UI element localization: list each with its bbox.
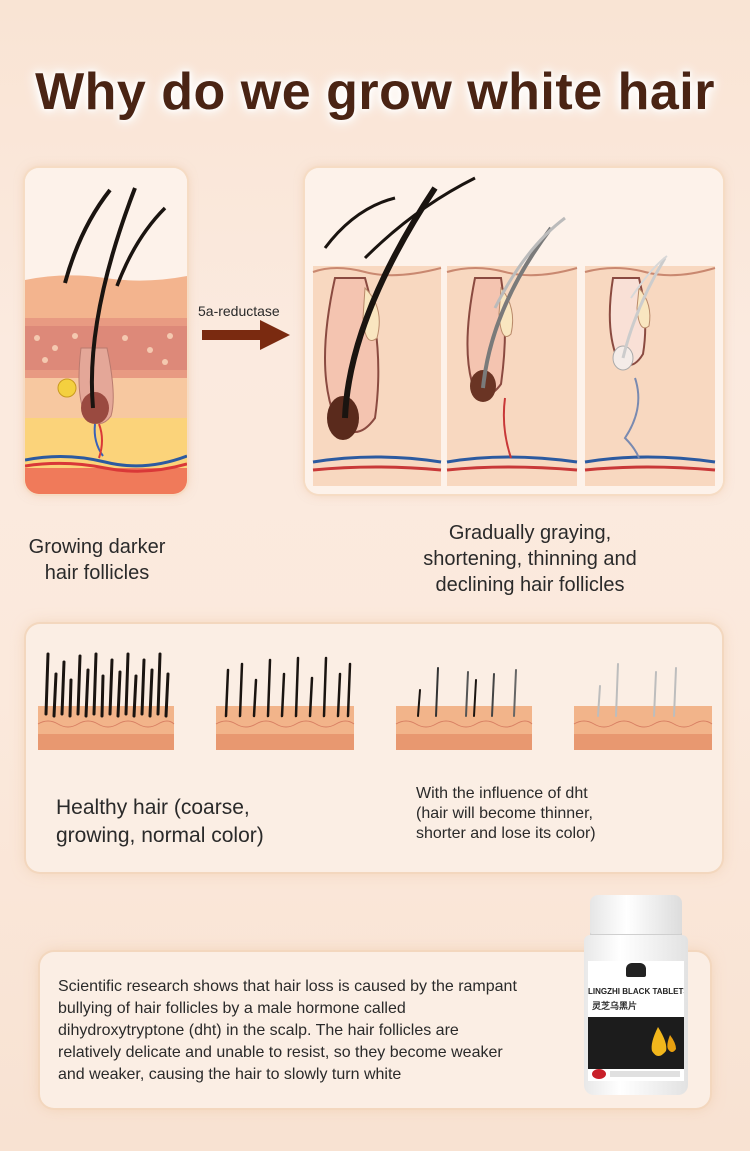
product-bottle: LINGZHI BLACK TABLETS 灵芝乌黑片 (584, 895, 688, 1095)
hair-comparison-box: Healthy hair (coarse, growing, normal co… (26, 624, 722, 872)
caption-line: (hair will become thinner, (416, 805, 593, 822)
bottle-cap (590, 895, 682, 937)
paragraph-line: bullying of hair follicles by a male hor… (58, 1000, 406, 1017)
page-title: Why do we grow white hair (35, 63, 715, 121)
caption-line: With the influence of dht (416, 785, 588, 802)
caption-line: shorter and lose its color) (416, 825, 596, 842)
paragraph-line: relatively delicate and unable to resist… (58, 1044, 503, 1061)
caption-line: Healthy hair (coarse, (56, 796, 250, 819)
dht-caption: With the influence of dht (hair will bec… (416, 784, 596, 844)
label-footer-bar (610, 1071, 680, 1077)
caption-line: hair follicles (44, 562, 150, 584)
caption-line: shortening, thinning and (423, 548, 637, 570)
product-brand: LINGZHI BLACK TABLETS (588, 987, 684, 996)
caption-line: growing, normal color) (56, 824, 264, 847)
hair-stages-illustration (37, 652, 713, 750)
bottle-label: LINGZHI BLACK TABLETS 灵芝乌黑片 (588, 961, 684, 1081)
paragraph-line: Scientific research shows that hair loss… (58, 978, 517, 995)
caption-line: declining hair follicles (435, 574, 625, 596)
declining-follicle-illustration (305, 168, 723, 494)
healthy-follicle-panel (25, 168, 187, 494)
product-chinese-name: 灵芝乌黑片 (592, 1001, 638, 1011)
paragraph-line: dihydroxytryptone (dht) in the scalp. Th… (58, 1022, 459, 1039)
healthy-follicle-illustration (25, 168, 187, 494)
caption-line: Gradually graying, (448, 522, 612, 544)
arrow-icon (202, 320, 290, 350)
oil-drop-icon (651, 1027, 676, 1056)
healthy-follicle-caption: Growing darker hair follicles (6, 534, 188, 586)
caption-line: Growing darker (28, 536, 166, 558)
paragraph-line: and weaker, causing the hair to slowly t… (58, 1066, 402, 1083)
brand-logo-icon (626, 963, 646, 977)
declining-follicle-caption: Gradually graying, shortening, thinning … (380, 520, 680, 598)
flag-icon (592, 1069, 606, 1079)
healthy-hair-caption: Healthy hair (coarse, growing, normal co… (56, 794, 264, 850)
arrow-label: 5a-reductase (198, 303, 280, 319)
research-paragraph: Scientific research shows that hair loss… (58, 976, 578, 1086)
declining-follicle-panel (305, 168, 723, 494)
